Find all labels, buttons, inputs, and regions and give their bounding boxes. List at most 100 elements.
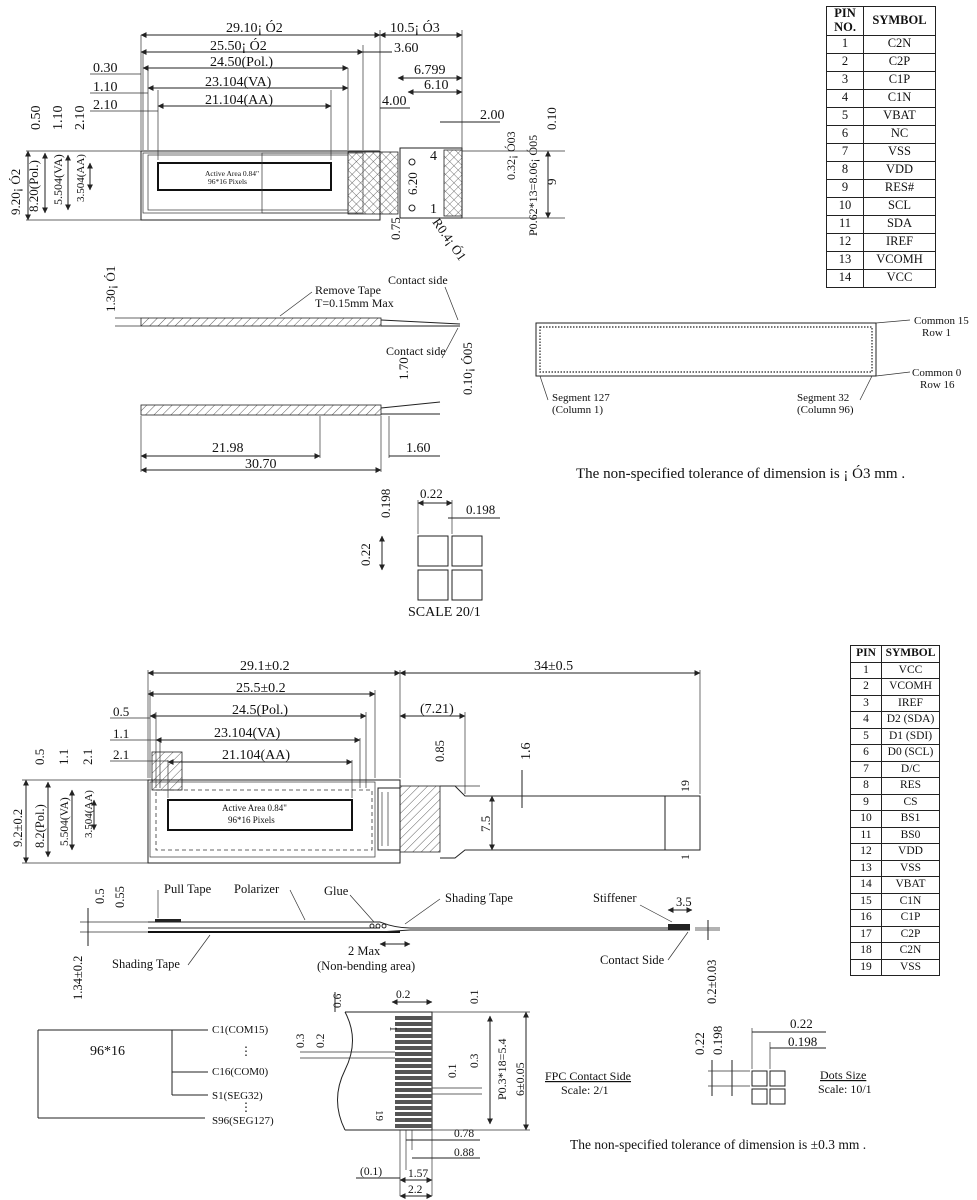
pin-cell: 19 [850, 958, 882, 976]
symbol-cell: IREF [863, 232, 936, 252]
b-dim-h-5504: 5.504(VA) [59, 797, 71, 846]
pin-cell: 12 [826, 232, 864, 252]
common0-label: Common 0 [912, 367, 962, 379]
symbol-cell: BS0 [881, 826, 940, 844]
symbol-cell: C1P [881, 909, 940, 927]
symbol-cell: VSS [863, 142, 936, 162]
b-dim-h-75: 7.5 [478, 816, 493, 832]
pin-cell: 12 [850, 843, 882, 861]
b-dim-w-721: (7.21) [420, 702, 454, 717]
dim-h-5504: 5.504(VA) [51, 154, 65, 205]
dim-h-620: 6.20 [405, 172, 420, 195]
active-area-label: Active Area 0.84" [205, 169, 259, 178]
side-w-35: 3.5 [676, 895, 692, 909]
symbol-cell: C2P [881, 925, 940, 943]
pin-cell: 3 [850, 694, 882, 712]
dim-w-total: 29.10¡ Ó2 [226, 19, 283, 36]
dim-h-3504: 3.504(AA) [75, 154, 87, 202]
fpc-d-01c: (0.1) [360, 1166, 382, 1178]
dim-v-050: 0.50 [29, 106, 44, 131]
symbol-cell: VCOMH [881, 678, 940, 696]
b-pin1-label: 1 [678, 854, 692, 860]
symbol-cell: C1N [881, 892, 940, 910]
pin-cell: 9 [826, 178, 864, 198]
pin4-label: 4 [430, 149, 437, 164]
side-w-3070: 30.70 [245, 457, 277, 472]
s96-label: S96(SEG127) [212, 1115, 274, 1127]
header-symbol: SYMBOL [863, 6, 936, 36]
dot-v-0198: 0.198 [378, 489, 393, 518]
c1-label: C1(COM15) [212, 1024, 269, 1036]
pin-cell: 4 [826, 88, 864, 108]
pin-cell: 18 [850, 942, 882, 960]
pin-cell: 8 [826, 160, 864, 180]
fpc-d-02b: 0.2 [315, 1033, 327, 1048]
glue-label: Glue [324, 884, 349, 898]
symbol-cell: D0 (SCL) [881, 744, 940, 762]
contact-side-label: Contact Side [600, 953, 665, 967]
contact-side-label-1: Contact side [388, 273, 448, 287]
matrix-size-label: 96*16 [90, 1044, 125, 1059]
pin-cell: 11 [850, 826, 882, 844]
fpc-d-088: 0.88 [454, 1147, 474, 1159]
fpc-pin19: 19 [373, 1110, 385, 1122]
dim-radius: R0.4¡ Ó1 [430, 215, 470, 263]
vdots-2: ⋮ [240, 1100, 252, 1114]
common15-label: Common 15 [914, 315, 969, 327]
symbol-cell: D1 (SDI) [881, 727, 940, 745]
fpc-scale: Scale: 2/1 [561, 1083, 609, 1097]
symbol-cell: RES [881, 777, 940, 795]
pin-cell: 4 [850, 711, 882, 729]
symbol-cell: NC [863, 124, 936, 144]
b-dot-v-022: 0.22 [692, 1032, 707, 1055]
symbol-cell: VDD [881, 843, 940, 861]
symbol-cell: VSS [881, 859, 940, 877]
row16-label: Row 16 [920, 379, 955, 391]
dim-h-9: 9 [544, 179, 559, 186]
b-dim-v-11: 1.1 [56, 749, 71, 765]
fpc-d-6: 6±0.05 [513, 1062, 527, 1096]
pin-cell: 13 [850, 859, 882, 877]
symbol-cell: D/C [881, 760, 940, 778]
side-w-2198: 21.98 [212, 441, 244, 456]
dim-w-aa: 21.104(AA) [205, 93, 273, 108]
active-area-label-b: Active Area 0.84" [222, 803, 287, 813]
symbol-cell: C2N [881, 942, 940, 960]
dim-w-400: 4.00 [382, 94, 407, 109]
bottom-fpc-contact: 1 19 6±0.05 P0.3*18=5.4 0.6 0.2 0.1 0.3 … [295, 989, 631, 1199]
pin-cell: 8 [850, 777, 882, 795]
top-side-view: 1.30¡ Ó1 Remove Tape T=0.15mm Max Contac… [103, 266, 475, 473]
symbol-cell: VBAT [863, 106, 936, 126]
symbol-cell: C1P [863, 70, 936, 90]
dim-w-fpc: 10.5¡ Ó3 [390, 19, 440, 36]
dim-w-200: 2.00 [480, 108, 505, 123]
pin-cell: 17 [850, 925, 882, 943]
dim-pitch: P0.62*13=8.06¡ Ó05 [526, 135, 540, 236]
symbol-cell: RES# [863, 178, 936, 198]
shading-tape-left-label: Shading Tape [112, 957, 180, 971]
dim-w-6799: 6.799 [414, 63, 446, 78]
symbol-cell: VSS [881, 958, 940, 976]
pin-cell: 14 [850, 876, 882, 894]
fpc-d-03b: 0.3 [469, 1053, 481, 1068]
b-dim-h-82: 8.2(Pol.) [33, 804, 47, 848]
side-h-02: 0.2±0.03 [705, 960, 719, 1004]
b-dim-h-3504: 3.504(AA) [83, 790, 95, 838]
fpc-label: FPC Contact Side [545, 1069, 631, 1083]
tolerance-note-bottom: The non-specified tolerance of dimension… [570, 1137, 867, 1152]
side-h-170: 1.70 [396, 357, 411, 380]
symbol-cell: VCC [881, 661, 940, 679]
symbol-cell: BS1 [881, 810, 940, 828]
fpc-d-078: 0.78 [454, 1128, 474, 1140]
